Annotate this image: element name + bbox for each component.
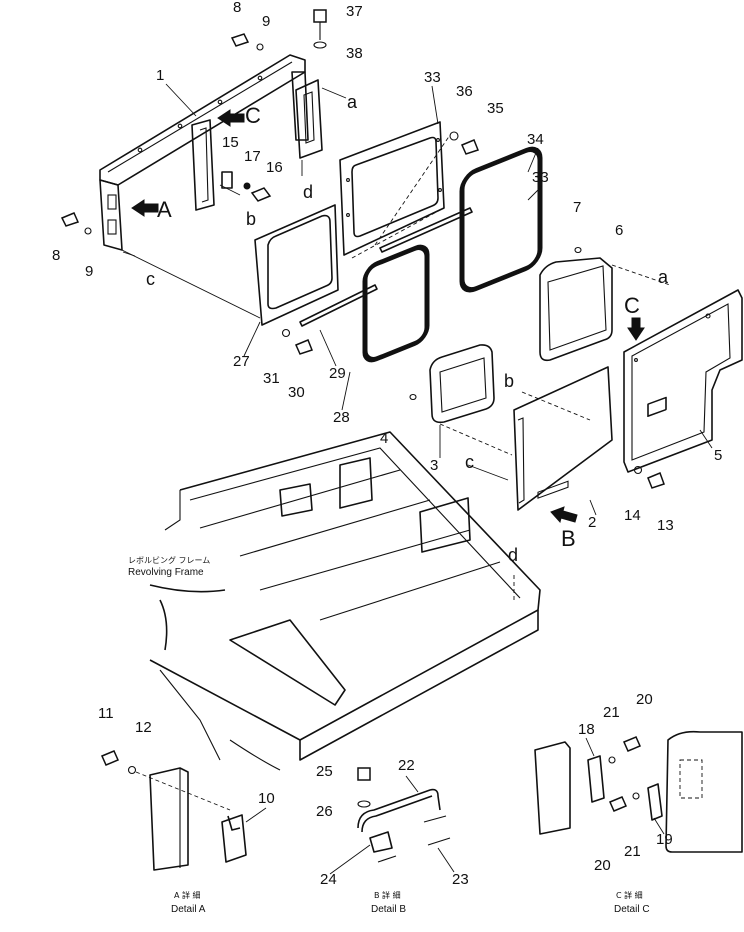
connection-letter-labels: a d b c a b c d [146, 92, 669, 565]
label-14: 14 [624, 507, 641, 524]
part-6-panel [539, 257, 613, 362]
label-8-top: 8 [233, 0, 241, 16]
part-32-rear-panel [339, 121, 445, 256]
label-34: 33 [532, 169, 549, 186]
label-2: 2 [588, 514, 596, 531]
detail-b-caption-jp: B 詳 細 [374, 890, 401, 900]
label-36: 36 [456, 83, 473, 100]
label-11: 11 [98, 705, 114, 722]
revolving-frame-label-jp: レボルビング フレーム [128, 555, 210, 565]
part-34-strip [379, 207, 473, 253]
label-32: 33 [424, 69, 441, 86]
label-8-left: 8 [52, 247, 60, 264]
part-33-gasket [459, 146, 543, 293]
label-16: 16 [266, 159, 283, 176]
view-letter-a: A [157, 197, 172, 222]
view-arrows [131, 109, 645, 524]
label-28: 28 [333, 409, 350, 426]
label-25: 25 [316, 763, 333, 780]
label-26: 26 [316, 803, 333, 820]
letter-a-top: a [347, 92, 358, 112]
detail-captions: A 詳 細 Detail A B 詳 細 Detail B C 詳 細 Deta… [171, 890, 650, 915]
label-33: 34 [527, 131, 544, 148]
label-9-left: 9 [85, 263, 93, 280]
revolving-frame-label: レボルビング フレーム Revolving Frame [128, 555, 210, 578]
part-5-door [623, 289, 743, 473]
label-30: 30 [288, 384, 305, 401]
letter-d-bottom: d [508, 545, 518, 565]
detail-b-drawing [357, 767, 451, 863]
label-5: 5 [714, 447, 722, 464]
label-17: 17 [244, 148, 261, 165]
label-38: 38 [346, 45, 363, 62]
detail-a-caption-jp: A 詳 細 [174, 890, 201, 900]
view-letter-c-upper: C [245, 103, 261, 128]
letter-c-right: c [465, 452, 474, 472]
label-9-top: 9 [262, 13, 270, 30]
label-21-bottom: 21 [624, 843, 641, 860]
label-1: 1 [156, 67, 164, 84]
part-2-side-panel [513, 366, 613, 511]
label-21-top: 21 [603, 704, 620, 721]
detail-a-caption: Detail A [171, 904, 206, 915]
label-20-top: 20 [636, 691, 653, 708]
label-4: 4 [380, 430, 388, 447]
label-37: 37 [346, 3, 363, 20]
detail-c-caption-jp: C 詳 細 [616, 890, 643, 900]
label-24: 24 [320, 871, 337, 888]
label-19: 19 [656, 831, 673, 848]
label-7: 7 [573, 199, 581, 216]
view-letter-b: B [561, 526, 576, 551]
view-letter-c-right: C [624, 293, 640, 318]
label-27: 27 [233, 353, 250, 370]
letter-b-right: b [504, 371, 514, 391]
detail-b-caption: Detail B [371, 904, 406, 915]
part-29-strip [299, 284, 378, 327]
letter-c-left: c [146, 269, 155, 289]
part-15-bracket [221, 171, 272, 202]
label-31: 31 [263, 370, 280, 387]
label-12: 12 [135, 719, 152, 736]
revolving-frame-label-en: Revolving Frame [128, 567, 204, 578]
detail-c-caption: Detail C [614, 904, 650, 915]
revolving-frame [149, 431, 541, 771]
part-27-side-panel [254, 204, 339, 326]
label-6: 6 [615, 222, 623, 239]
hardware [60, 9, 665, 489]
label-18: 18 [578, 721, 595, 738]
label-leaders [165, 83, 713, 875]
label-22: 22 [398, 757, 415, 774]
detail-c-drawing [534, 730, 743, 853]
detail-a-drawing [101, 750, 247, 871]
part-3-panel [429, 344, 495, 424]
label-13: 13 [657, 517, 674, 534]
label-3: 3 [430, 457, 438, 474]
part-number-labels: 8 9 37 38 1 33 36 35 34 15 17 16 33 7 6 … [52, 0, 722, 888]
part-1-top-frame [99, 54, 323, 319]
letter-b-top: b [246, 209, 256, 229]
letter-d-top: d [303, 182, 313, 202]
label-10: 10 [258, 790, 275, 807]
letter-a-right: a [658, 267, 669, 287]
label-29: 29 [329, 365, 346, 382]
view-letter-labels: A C C B [157, 103, 640, 551]
part-28-gasket [362, 244, 430, 363]
label-15: 15 [222, 134, 239, 151]
label-35: 35 [487, 100, 504, 117]
label-20-bottom: 20 [594, 857, 611, 874]
label-23: 23 [452, 871, 469, 888]
connection-lines [122, 87, 671, 600]
